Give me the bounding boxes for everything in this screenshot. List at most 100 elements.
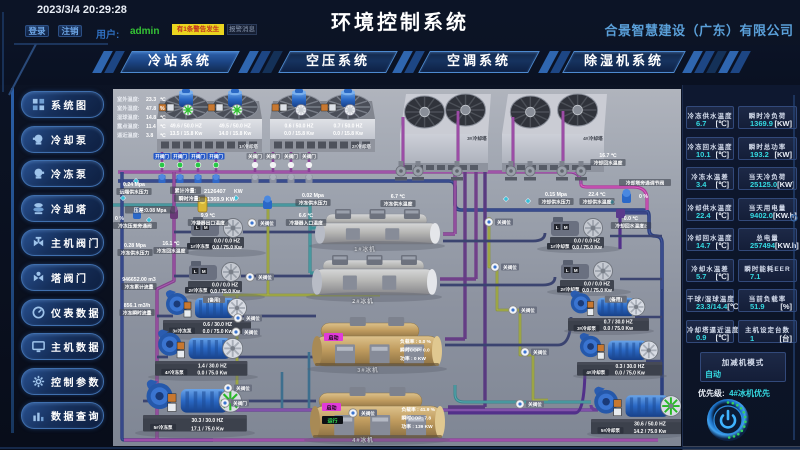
svg-text:功率 : 0 KW: 功率 : 0 KW — [400, 355, 426, 362]
svg-text:5#冷却泵: 5#冷却泵 — [601, 427, 620, 434]
svg-text:L: L — [556, 225, 559, 230]
svg-text:0.6 / 50.0 HZ: 0.6 / 50.0 HZ — [285, 124, 314, 130]
svg-text:累计冷量:: 累计冷量: — [175, 187, 197, 194]
svg-text:M: M — [204, 225, 208, 230]
svg-text:关阀位: 关阀位 — [258, 274, 272, 281]
svg-text:1#冰机: 1#冰机 — [354, 245, 375, 253]
svg-text:1#冷却塔: 1#冷却塔 — [239, 143, 258, 150]
svg-text:冷却供水温度: 冷却供水温度 — [583, 198, 612, 205]
svg-text:0.0 / 75.0 Kw: 0.0 / 75.0 Kw — [615, 371, 645, 377]
svg-text:关阀位: 关阀位 — [236, 385, 250, 392]
svg-text:关阀位: 关阀位 — [361, 410, 375, 417]
svg-text:16.1 ℃: 16.1 ℃ — [162, 240, 180, 247]
svg-text:1369.9 KW: 1369.9 KW — [207, 197, 236, 203]
svg-text:11.4: 11.4 — [146, 124, 156, 130]
svg-text:1#冷冻泵: 1#冷冻泵 — [191, 243, 210, 250]
svg-text:室外温度:: 室外温度: — [117, 95, 140, 103]
svg-text:3.8: 3.8 — [146, 133, 153, 139]
svg-text:关阀位: 关阀位 — [521, 307, 535, 314]
svg-text:℃: ℃ — [160, 96, 166, 103]
svg-text:℃: ℃ — [160, 114, 166, 121]
svg-text:2#冷却塔: 2#冷却塔 — [352, 143, 371, 150]
svg-text:M: M — [202, 269, 206, 274]
svg-text:6.7 ℃: 6.7 ℃ — [391, 193, 406, 200]
svg-text:0.0 / 75.0 Kw: 0.0 / 75.0 Kw — [582, 288, 612, 294]
svg-text:0.0 / 0.0 HZ: 0.0 / 0.0 HZ — [214, 239, 240, 245]
svg-text:冷却回水温度: 冷却回水温度 — [594, 159, 623, 166]
svg-text:关阀位: 关阀位 — [503, 264, 517, 271]
svg-text:℃: ℃ — [160, 132, 166, 139]
svg-text:3#冷却泵: 3#冷却泵 — [577, 325, 596, 332]
svg-text:4#冷却泵: 4#冷却泵 — [586, 369, 605, 376]
svg-text:0.0 / 75.0 Kw: 0.0 / 75.0 Kw — [572, 245, 602, 251]
svg-text:4#冰机: 4#冰机 — [352, 436, 373, 444]
svg-text:负载率 : 0.0 %: 负载率 : 0.0 % — [400, 338, 432, 345]
svg-text:关阀门: 关阀门 — [266, 153, 280, 160]
svg-text:关阀位: 关阀位 — [533, 349, 547, 356]
svg-text:13.5 / 15.8 Kw: 13.5 / 15.8 Kw — [170, 131, 203, 137]
svg-text:冷却供水压力: 冷却供水压力 — [542, 198, 571, 205]
svg-text:瞬时COP: 7.8: 瞬时COP: 7.8 — [401, 415, 431, 422]
svg-text:启动: 启动 — [326, 404, 336, 411]
svg-text:负载率 : 41.9 %: 负载率 : 41.9 % — [401, 406, 435, 413]
svg-text:0.0 / 15.8 Kw: 0.0 / 15.8 Kw — [333, 131, 363, 137]
svg-text:2126407: 2126407 — [204, 189, 226, 195]
svg-text:23.3: 23.3 — [146, 97, 156, 103]
svg-text:M: M — [564, 225, 568, 230]
svg-text:14.2 / 75.0 Kw: 14.2 / 75.0 Kw — [634, 429, 667, 435]
svg-text:4#冷冻泵: 4#冷冻泵 — [165, 369, 184, 376]
svg-text:16.7 ℃: 16.7 ℃ — [599, 152, 617, 159]
svg-text:0.7 / 30.0 HZ: 0.7 / 30.0 HZ — [604, 320, 633, 326]
svg-text:冷凝器出口温度: 冷凝器出口温度 — [191, 219, 225, 226]
svg-text:0.0 ℃: 0.0 ℃ — [624, 215, 639, 222]
svg-text:关阀位: 关阀位 — [246, 315, 260, 322]
svg-text:冷却回水温度2: 冷却回水温度2 — [615, 222, 647, 229]
svg-text:逼近温度:: 逼近温度: — [117, 131, 140, 139]
svg-text:关阀门: 关阀门 — [302, 153, 316, 160]
svg-text:开阀门: 开阀门 — [155, 153, 169, 160]
svg-text:0.6 / 30.0 HZ: 0.6 / 30.0 HZ — [203, 322, 232, 328]
svg-text:0.0 / 0.0 HZ: 0.0 / 0.0 HZ — [212, 283, 238, 289]
svg-text:2#冰机: 2#冰机 — [352, 297, 373, 305]
svg-text:关阀门: 关阀门 — [284, 153, 298, 160]
svg-text:瞬时COP: 0.0: 瞬时COP: 0.0 — [400, 347, 430, 354]
svg-text:开阀门: 开阀门 — [209, 153, 223, 160]
svg-text:0.7 / 50.0 HZ: 0.7 / 50.0 HZ — [334, 124, 363, 130]
svg-text:0.0 / 75.0 Kw: 0.0 / 75.0 Kw — [212, 245, 242, 251]
svg-text:冷却塔旁通调节阀: 冷却塔旁通调节阀 — [626, 179, 665, 186]
svg-text:远端供水压力: 远端供水压力 — [120, 188, 149, 195]
svg-text:30.3 / 30.0 HZ: 30.3 / 30.0 HZ — [192, 418, 224, 424]
svg-text:室外湿度:: 室外湿度: — [117, 104, 140, 112]
svg-text:9.9 ℃: 9.9 ℃ — [201, 212, 216, 219]
svg-text:冷冻供水压力: 冷冻供水压力 — [121, 249, 150, 256]
svg-text:关阀位: 关阀位 — [260, 220, 274, 227]
svg-text:冷冻供水温度: 冷冻供水温度 — [384, 200, 413, 207]
svg-text:1.4 / 30.0 HZ: 1.4 / 30.0 HZ — [198, 363, 227, 369]
svg-text:湿球温度:: 湿球温度: — [117, 113, 140, 121]
svg-text:22.4 ℃: 22.4 ℃ — [588, 191, 606, 198]
svg-text:0 %: 0 % — [115, 216, 124, 222]
svg-text:0.0 / 75.0 Kw: 0.0 / 75.0 Kw — [603, 326, 633, 332]
svg-text:3#冷却塔: 3#冷却塔 — [467, 135, 487, 142]
svg-text:0.0 / 75.0 Kw: 0.0 / 75.0 Kw — [203, 329, 233, 335]
svg-text:L: L — [194, 269, 197, 274]
svg-text:0.0 / 15.8 Kw: 0.0 / 15.8 Kw — [284, 131, 314, 137]
svg-text:KW: KW — [234, 189, 243, 195]
svg-text:2#冷冻泵: 2#冷冻泵 — [189, 287, 208, 294]
svg-text:0.28 Mpa: 0.28 Mpa — [124, 243, 146, 249]
svg-text:0.02 Mpa: 0.02 Mpa — [302, 193, 324, 199]
svg-text:冷冻回水温度: 冷冻回水温度 — [157, 247, 186, 254]
svg-text:℃: ℃ — [160, 123, 166, 130]
svg-text:关阀门: 关阀门 — [248, 153, 262, 160]
svg-text:冷冻瞬时流量: 冷冻瞬时流量 — [123, 309, 152, 316]
svg-text:L: L — [566, 268, 569, 273]
svg-text:4#冷却塔: 4#冷却塔 — [583, 135, 603, 142]
svg-text:2#冷却泵: 2#冷却泵 — [561, 286, 580, 293]
svg-text:0.24 Mpa: 0.24 Mpa — [123, 182, 145, 188]
svg-text:0.0 / 0.0 HZ: 0.0 / 0.0 HZ — [584, 282, 610, 288]
svg-text:14.0 / 15.8 Kw: 14.0 / 15.8 Kw — [219, 131, 252, 137]
svg-text:冷冻压差旁通阀: 冷冻压差旁通阀 — [118, 222, 152, 229]
svg-text:856.1 m3/h: 856.1 m3/h — [124, 303, 151, 309]
svg-text:0.0 / 75.0 Kw: 0.0 / 75.0 Kw — [197, 371, 227, 377]
svg-text:946652.00 m3: 946652.00 m3 — [122, 277, 156, 283]
